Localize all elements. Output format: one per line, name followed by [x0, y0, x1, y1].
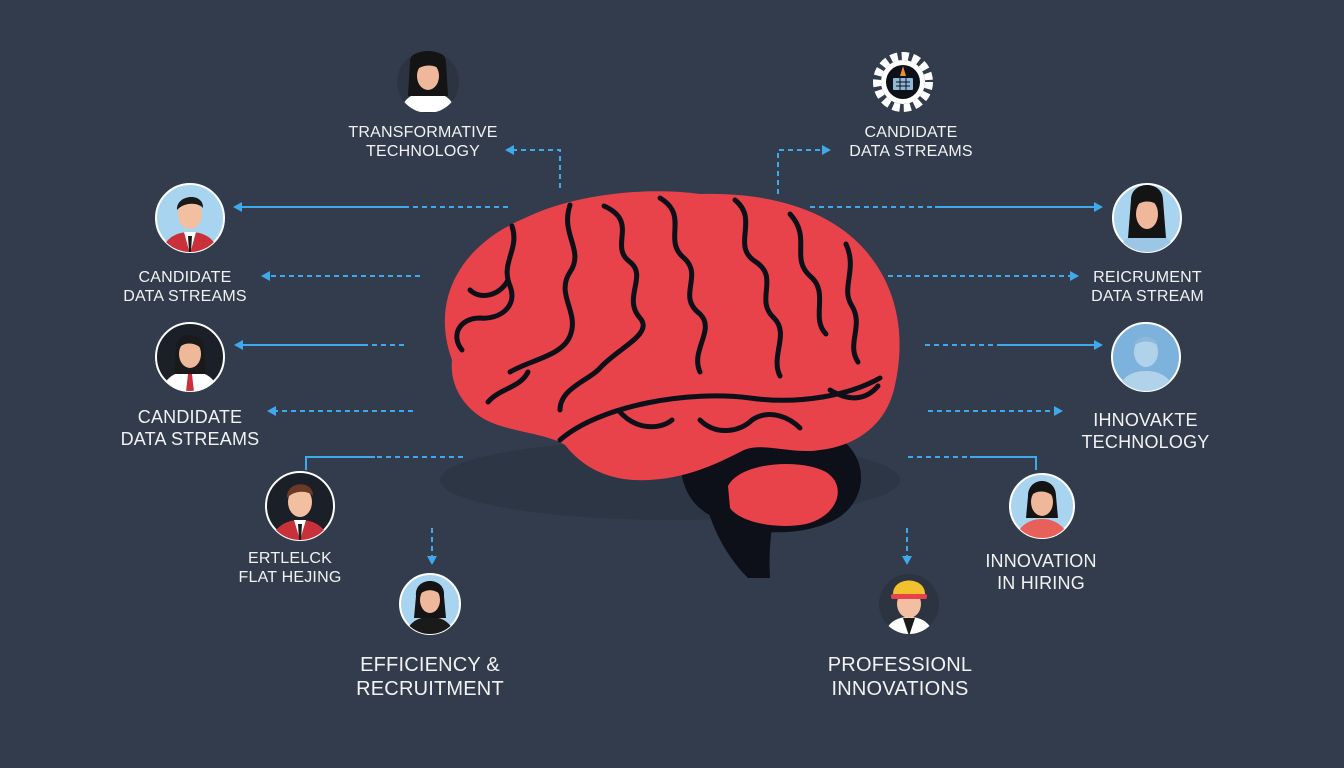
- label-innovative-technology: IHNOVAKTE TECHNOLOGY: [1068, 410, 1223, 453]
- label-professional-innovations: PROFESSIONL INNOVATIONS: [810, 653, 990, 701]
- brain-cerebellum-inner: [728, 463, 838, 527]
- woman-black-hair-avatar: [397, 51, 459, 113]
- man-red-suit-avatar: [155, 183, 225, 253]
- label-transformative-technology: TRANSFORMATIVE TECHNOLOGY: [328, 123, 518, 161]
- label-line: ERTLELCK: [247, 550, 332, 567]
- connector-lines: [233, 145, 1103, 565]
- label-line: DATA STREAMS: [123, 288, 247, 306]
- label-recruitment-data-stream: REICRUMENT DATA STREAM: [1070, 268, 1225, 306]
- label-line: INNOVATION: [985, 551, 1097, 571]
- label-garbled-left: ERTLELCK FLAT HEJING: [215, 549, 365, 587]
- woman-blue-shirt-avatar: [1112, 183, 1182, 253]
- woman-red-shirt-avatar: [1009, 473, 1075, 539]
- label-line: IHNOVAKTE: [1093, 410, 1198, 430]
- brain-folds: [454, 195, 883, 443]
- label-line: DATA STREAMS: [849, 143, 973, 161]
- label-line: CANDIDATE: [138, 269, 232, 286]
- label-line: DATA STREAM: [1091, 288, 1204, 306]
- man-brown-hair-avatar: [265, 471, 335, 541]
- faceless-blue-avatar: [1111, 322, 1181, 392]
- label-line: EFFICIENCY &: [360, 654, 500, 676]
- worker-hardhat-avatar: [879, 574, 939, 634]
- label-candidate-data-streams-top: CANDIDATE DATA STREAMS: [826, 123, 996, 161]
- brain-icon: [440, 191, 900, 578]
- gear-computer-icon: [873, 52, 933, 112]
- label-efficiency-recruitment: EFFICIENCY & RECRUITMENT: [330, 653, 530, 701]
- woman-red-tie-avatar: [155, 322, 225, 392]
- connector-top-left: [505, 145, 561, 188]
- label-line: DATA STREAMS: [120, 428, 260, 449]
- label-line: CANDIDATE: [137, 407, 243, 427]
- label-innovation-in-hiring: INNOVATION IN HIRING: [966, 551, 1116, 594]
- connector-left-5-solid: [305, 456, 375, 470]
- label-candidate-data-streams-1: CANDIDATE DATA STREAMS: [100, 268, 270, 306]
- label-line: RECRUITMENT: [356, 678, 504, 700]
- label-line: FLAT HEJING: [238, 569, 342, 587]
- connector-top-right: [777, 145, 831, 194]
- label-line: CANDIDATE: [864, 124, 958, 141]
- label-line: IN HIRING: [997, 572, 1085, 593]
- label-candidate-data-streams-2: CANDIDATE DATA STREAMS: [90, 407, 290, 450]
- label-line: REICRUMENT: [1093, 269, 1202, 286]
- label-line: TECHNOLOGY: [1081, 431, 1210, 452]
- label-line: TECHNOLOGY: [365, 143, 480, 161]
- label-line: PROFESSIONL: [827, 654, 973, 676]
- label-line: TRANSFORMATIVE: [348, 124, 498, 141]
- woman-black-shirt-avatar: [399, 573, 461, 635]
- label-line: INNOVATIONS: [831, 678, 969, 700]
- connector-right-5-solid: [970, 456, 1037, 470]
